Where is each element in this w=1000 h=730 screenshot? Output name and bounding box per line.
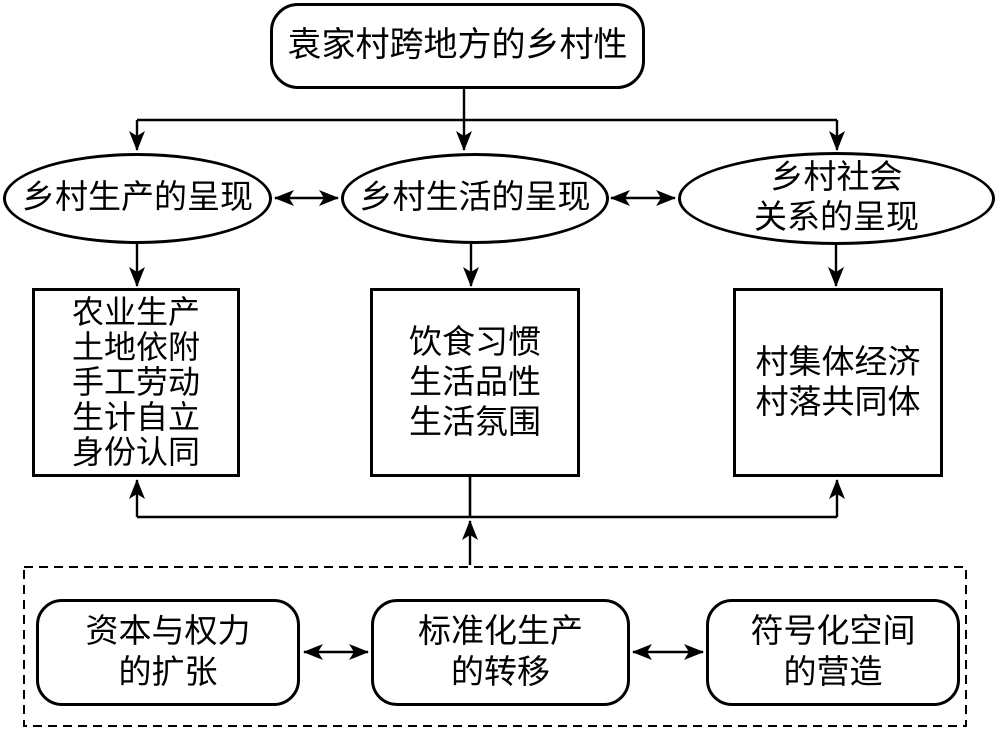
ellipse-rural-production: 乡村生产的呈现 — [3, 153, 272, 244]
box-capital-power-label: 资本与权力 的扩张 — [85, 613, 251, 691]
box-symbolic-space: 符号化空间 的营造 — [706, 599, 960, 706]
drivers-dashed-container — [23, 566, 967, 727]
box-standardized-production-label: 标准化生产 的转移 — [418, 613, 583, 691]
box-capital-power: 资本与权力 的扩张 — [36, 599, 300, 706]
box-standardized-production: 标准化生产 的转移 — [371, 599, 630, 706]
ellipse-rural-life: 乡村生活的呈现 — [341, 153, 609, 244]
box-symbolic-space-label: 符号化空间 的营造 — [750, 613, 916, 691]
node-rurality-title: 袁家村跨地方的乡村性 — [270, 3, 645, 89]
box-production-details-label: 农业生产 土地依附 手工劳动 生计自立 身份认同 — [71, 294, 200, 470]
box-life-details: 饮食习惯 生活品性 生活氛围 — [370, 288, 580, 477]
box-social-details-label: 村集体经济 村落共同体 — [755, 344, 921, 421]
box-production-details: 农业生产 土地依附 手工劳动 生计自立 身份认同 — [32, 288, 240, 477]
box-social-details: 村集体经济 村落共同体 — [733, 288, 943, 477]
ellipse-rural-life-label: 乡村生活的呈现 — [359, 180, 591, 217]
ellipse-rural-social-relations-label: 乡村社会 关系的呈现 — [754, 159, 919, 236]
ellipse-rural-social-relations: 乡村社会 关系的呈现 — [678, 152, 995, 245]
box-life-details-label: 饮食习惯 生活品性 生活氛围 — [409, 324, 541, 441]
node-rurality-title-label: 袁家村跨地方的乡村性 — [287, 26, 628, 64]
ellipse-rural-production-label: 乡村生产的呈现 — [22, 180, 253, 217]
